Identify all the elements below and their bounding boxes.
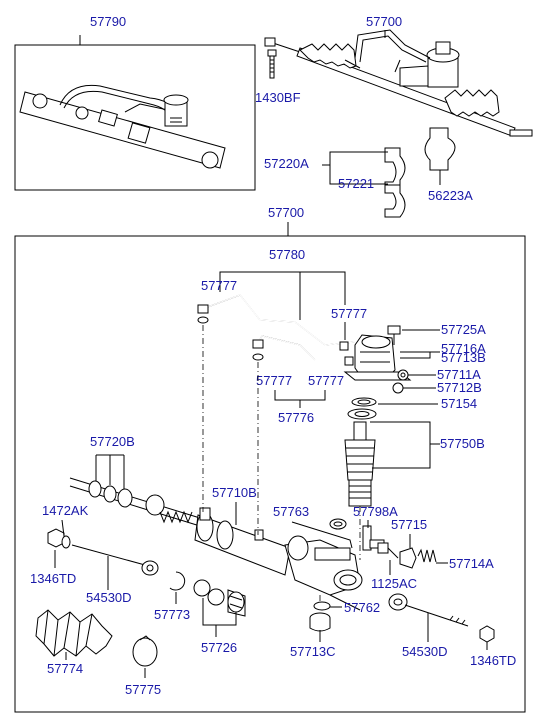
label-1346TD-right: 1346TD: [470, 653, 516, 668]
label-57750B: 57750B: [440, 436, 485, 451]
label-57780: 57780: [269, 247, 305, 262]
seal-57154: [347, 397, 377, 420]
pinion-valve-57750B: [344, 421, 376, 507]
label-57712B: 57712B: [437, 380, 482, 395]
label-57774: 57774: [47, 661, 83, 676]
rack-housing-57710B: [69, 477, 363, 611]
label-57790: 57790: [90, 14, 126, 29]
label-1346TD-left: 1346TD: [30, 571, 76, 586]
clamp-57775: [132, 635, 158, 667]
exploded-view-frame: [14, 235, 526, 713]
bracket-56223A: [424, 127, 456, 171]
bolt-1430BF: [267, 49, 277, 79]
label-57714A: 57714A: [449, 556, 494, 571]
label-57713C: 57713C: [290, 644, 336, 659]
nut-57711A: [397, 369, 409, 381]
spring-57714A: [417, 548, 437, 563]
bushing-57726: [193, 579, 246, 617]
label-57762: 57762: [344, 600, 380, 615]
label-54530D-right: 54530D: [402, 644, 448, 659]
label-57716A: 57716A: [441, 341, 486, 356]
label-57777-a: 57777: [201, 278, 237, 293]
boot-57774: [35, 609, 113, 657]
label-1430BF: 1430BF: [255, 90, 301, 105]
label-57775: 57775: [125, 682, 161, 697]
label-1125AC: 1125AC: [371, 576, 417, 591]
label-57720B: 57720B: [90, 434, 135, 449]
steering-gear-overview: [264, 29, 533, 137]
label-57711A: 57711A: [437, 367, 481, 382]
clamp-57220A: [384, 147, 406, 218]
label-57715: 57715: [391, 517, 427, 532]
bolt-1125AC: [377, 542, 399, 559]
seal-57763: [329, 518, 347, 530]
label-57776: 57776: [278, 410, 314, 425]
label-57725A: 57725A: [441, 322, 486, 337]
label-57773: 57773: [154, 607, 190, 622]
label-57763: 57763: [273, 504, 309, 519]
label-54530D-left: 54530D: [86, 590, 132, 605]
label-56223A: 56223A: [428, 188, 473, 203]
snap-ring-57773: [169, 571, 186, 591]
seal-57762: [313, 601, 331, 611]
label-57777-b: 57777: [331, 306, 367, 321]
label-57154: 57154: [441, 396, 477, 411]
nut-1346TD-right: [479, 625, 495, 643]
label-57777-c: 57777: [256, 373, 292, 388]
label-57713B: 57713B: [441, 350, 486, 365]
label-57700-top: 57700: [366, 14, 402, 29]
label-57221: 57221: [338, 176, 374, 191]
pipe-assembly-57780: [197, 294, 356, 366]
inset-57790: [14, 44, 256, 191]
label-57220A: 57220A: [264, 156, 309, 171]
tie-rod-54530D-right: [388, 593, 469, 627]
washer-1472AK: [61, 535, 71, 549]
label-57798A: 57798A: [353, 504, 398, 519]
tie-rod-54530D-left: [71, 544, 159, 576]
label-57726: 57726: [201, 640, 237, 655]
washer-57712B: [392, 382, 404, 394]
label-57777-d: 57777: [308, 373, 344, 388]
label-1472AK: 1472AK: [42, 503, 89, 518]
yoke-57715: [399, 547, 417, 569]
valve-housing-57716A: [343, 334, 412, 381]
nut-1346TD-left: [47, 528, 65, 548]
label-57700-main: 57700: [268, 205, 304, 220]
bolt-57725A: [387, 325, 401, 345]
cap-57713C: [309, 612, 331, 632]
label-57710B: 57710B: [212, 485, 257, 500]
